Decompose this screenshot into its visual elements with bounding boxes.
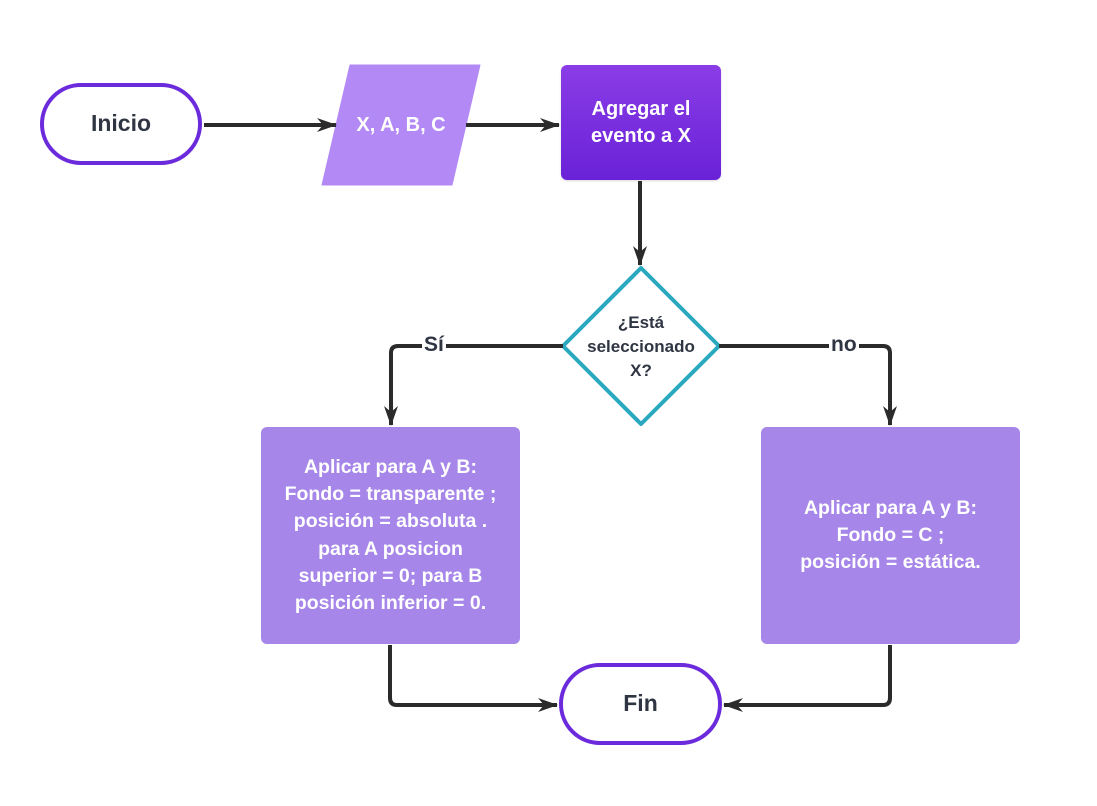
decision-diamond bbox=[561, 266, 721, 426]
yes-action-node: Aplicar para A y B: Fondo = transparente… bbox=[261, 427, 520, 644]
process-label: Agregar el evento a X bbox=[590, 97, 692, 147]
start-label: Inicio bbox=[90, 110, 152, 137]
input-label: X, A, B, C bbox=[356, 113, 446, 136]
no-action-label: Aplicar para A y B: Fondo = C ; posición… bbox=[800, 496, 981, 574]
no-action-node: Aplicar para A y B: Fondo = C ; posición… bbox=[761, 427, 1020, 644]
end-label: Fin bbox=[623, 690, 658, 717]
connector-yes-to-end bbox=[388, 645, 558, 712]
branch-yes-label: Sí bbox=[422, 333, 446, 356]
decision-node: ¿Está seleccionado X? bbox=[560, 300, 722, 394]
decision-label: ¿Está seleccionado X? bbox=[587, 313, 695, 380]
end-terminal: Fin bbox=[559, 663, 722, 745]
connector-no-to-end bbox=[723, 645, 892, 712]
branch-no-label: no bbox=[829, 333, 859, 356]
yes-action-label: Aplicar para A y B: Fondo = transparente… bbox=[284, 455, 497, 615]
process-node: Agregar el evento a X bbox=[561, 65, 721, 180]
input-node: X, A, B, C bbox=[322, 65, 480, 185]
connector-decision-no bbox=[719, 344, 897, 426]
input-shape bbox=[321, 64, 481, 186]
connector-decision-yes bbox=[384, 344, 563, 426]
start-terminal: Inicio bbox=[40, 83, 202, 165]
